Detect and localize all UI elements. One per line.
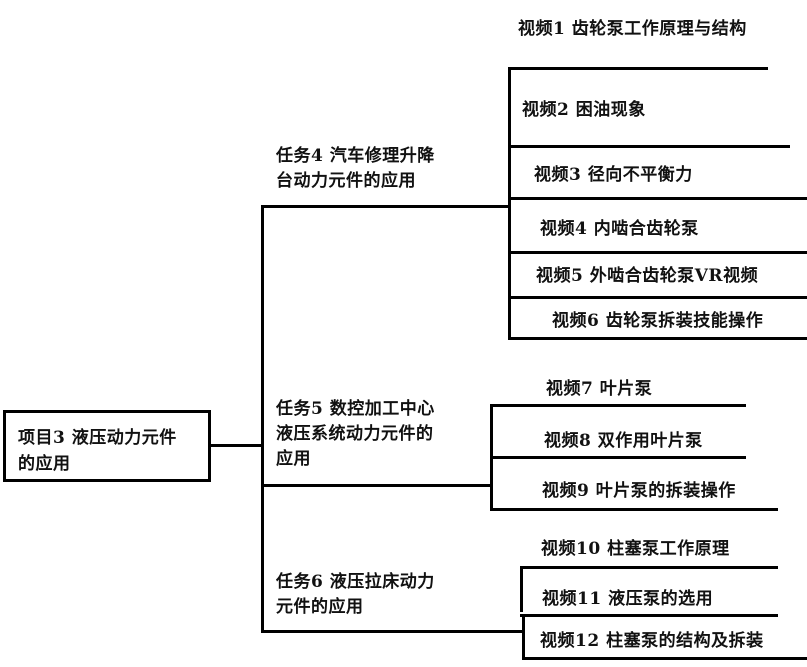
video-12-line	[522, 657, 807, 660]
task6-line2: 元件的应用	[276, 597, 364, 617]
task5-line3: 应用	[276, 449, 311, 469]
video-2-line	[508, 145, 790, 148]
video-5[interactable]: 视频5 外啮合齿轮泵VR视频	[536, 266, 759, 286]
video-5-line	[508, 296, 807, 299]
task6-line1: 任务6 液压拉床动力	[276, 572, 435, 592]
video-7-line	[490, 404, 746, 407]
video-8[interactable]: 视频8 双作用叶片泵	[544, 431, 703, 451]
task5-line2: 液压系统动力元件的	[276, 424, 434, 444]
video-4[interactable]: 视频4 内啮合齿轮泵	[540, 219, 699, 239]
task4-line1: 任务4 汽车修理升降	[276, 146, 435, 166]
root-label-line1: 项目3 液压动力元件	[18, 428, 177, 448]
video-6-line	[508, 337, 807, 340]
video-1[interactable]: 视频1 齿轮泵工作原理与结构	[518, 19, 747, 39]
task4-branch	[480, 205, 510, 208]
task4-underline	[261, 205, 507, 208]
root-label: 项目3 液压动力元件 的应用	[6, 413, 208, 477]
task6-video-spine-upper	[520, 566, 523, 612]
video-4-line	[508, 251, 807, 254]
connector-root	[211, 444, 263, 447]
spine-main	[261, 205, 264, 633]
task5-label: 任务5 数控加工中心 液压系统动力元件的 应用	[276, 397, 435, 472]
task4-label: 任务4 汽车修理升降 台动力元件的应用	[276, 144, 435, 194]
task5-branch	[480, 484, 492, 487]
video-9[interactable]: 视频9 叶片泵的拆装操作	[542, 481, 736, 501]
video-6[interactable]: 视频6 齿轮泵拆装技能操作	[552, 311, 764, 331]
root-node-project3: 项目3 液压动力元件 的应用	[3, 410, 211, 482]
video-11-line	[520, 614, 778, 617]
task4-video-spine	[508, 67, 511, 339]
task6-underline	[261, 630, 523, 633]
video-11[interactable]: 视频11 液压泵的选用	[542, 589, 714, 609]
task4-line2: 台动力元件的应用	[276, 171, 416, 191]
video-3-line	[508, 197, 807, 200]
video-9-line	[490, 508, 778, 511]
video-8-line	[490, 456, 746, 459]
video-10-line	[520, 566, 778, 569]
video-10[interactable]: 视频10 柱塞泵工作原理	[541, 539, 730, 559]
video-1-line	[508, 67, 768, 70]
video-7[interactable]: 视频7 叶片泵	[546, 379, 653, 399]
task5-underline	[261, 484, 487, 487]
video-2[interactable]: 视频2 困油现象	[522, 100, 646, 120]
task5-line1: 任务5 数控加工中心	[276, 399, 435, 419]
task6-label: 任务6 液压拉床动力 元件的应用	[276, 570, 435, 620]
video-12[interactable]: 视频12 柱塞泵的结构及拆装	[540, 631, 764, 651]
video-3[interactable]: 视频3 径向不平衡力	[534, 165, 693, 185]
task6-video-spine-lower	[522, 614, 525, 659]
root-label-line2: 的应用	[18, 454, 71, 474]
